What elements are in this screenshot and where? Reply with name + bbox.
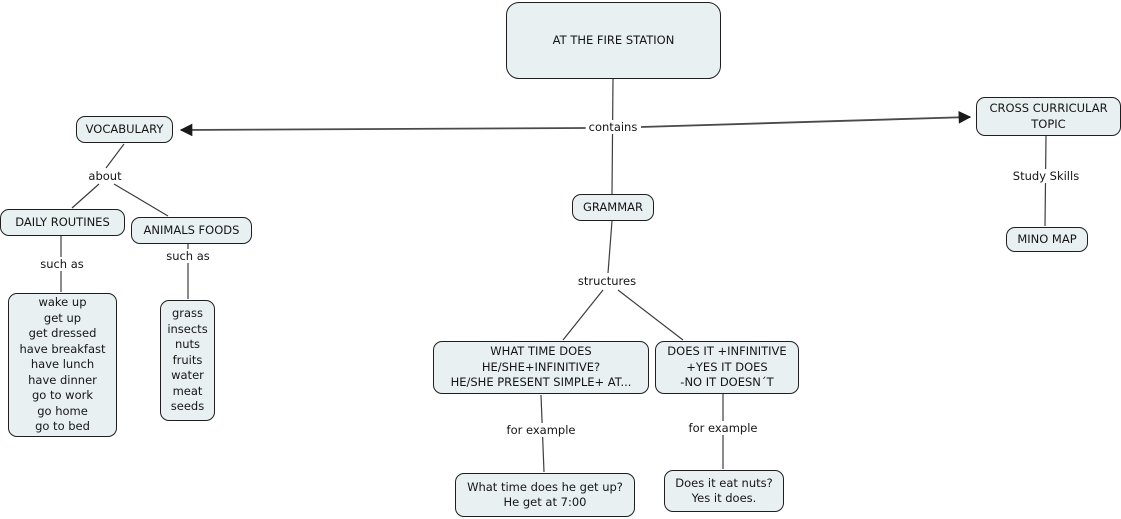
node-what-time-structure[interactable]: WHAT TIME DOES HE/SHE+INFINITIVE? HE/SHE… [433, 341, 649, 394]
node-does-it-structure[interactable]: DOES IT +INFINITIVE +YES IT DOES -NO IT … [655, 341, 799, 394]
link-label-for-example-right[interactable]: for example [685, 421, 761, 435]
edge-contains-vocabulary-arrow [179, 123, 587, 137]
edge-firestation-grammar [611, 78, 614, 195]
node-daily-routines[interactable]: DAILY ROUTINES [0, 209, 125, 236]
edge-vocabulary-about [105, 143, 125, 169]
link-label-such-as-left[interactable]: such as [37, 257, 87, 271]
node-animals-foods[interactable]: ANIMALS FOODS [131, 217, 252, 244]
edge-structures-whattime [562, 289, 604, 341]
edge-about-dailyroutines [71, 183, 100, 209]
link-label-such-as-right[interactable]: such as [163, 249, 213, 263]
edge-contains-crosscurricular-arrow [640, 111, 972, 128]
node-example-does-it[interactable]: Does it eat nuts? Yes it does. [664, 470, 784, 512]
edge-structures-doesit [617, 289, 684, 341]
node-example-what-time[interactable]: What time does he get up? He get at 7:00 [455, 473, 635, 517]
node-cross-curricular-topic[interactable]: CROSS CURRICULAR TOPIC [976, 97, 1121, 136]
node-fire-station[interactable]: AT THE FIRE STATION [506, 2, 721, 79]
node-mino-map[interactable]: MINO MAP [1006, 227, 1088, 252]
link-label-study-skills[interactable]: Study Skills [1009, 169, 1083, 183]
node-animals-foods-examples[interactable]: grass insects nuts fruits water meat see… [160, 300, 215, 421]
edge-grammar-structures [607, 220, 613, 274]
link-label-structures[interactable]: structures [574, 274, 640, 288]
link-label-contains[interactable]: contains [585, 120, 641, 134]
node-grammar[interactable]: GRAMMAR [572, 194, 654, 221]
node-vocabulary[interactable]: VOCABULARY [76, 116, 173, 143]
node-daily-routines-examples[interactable]: wake up get up get dressed have breakfas… [8, 293, 117, 437]
link-label-for-example-left[interactable]: for example [503, 423, 579, 437]
edge-about-animalsfoods [113, 183, 169, 217]
link-label-about[interactable]: about [85, 169, 125, 183]
